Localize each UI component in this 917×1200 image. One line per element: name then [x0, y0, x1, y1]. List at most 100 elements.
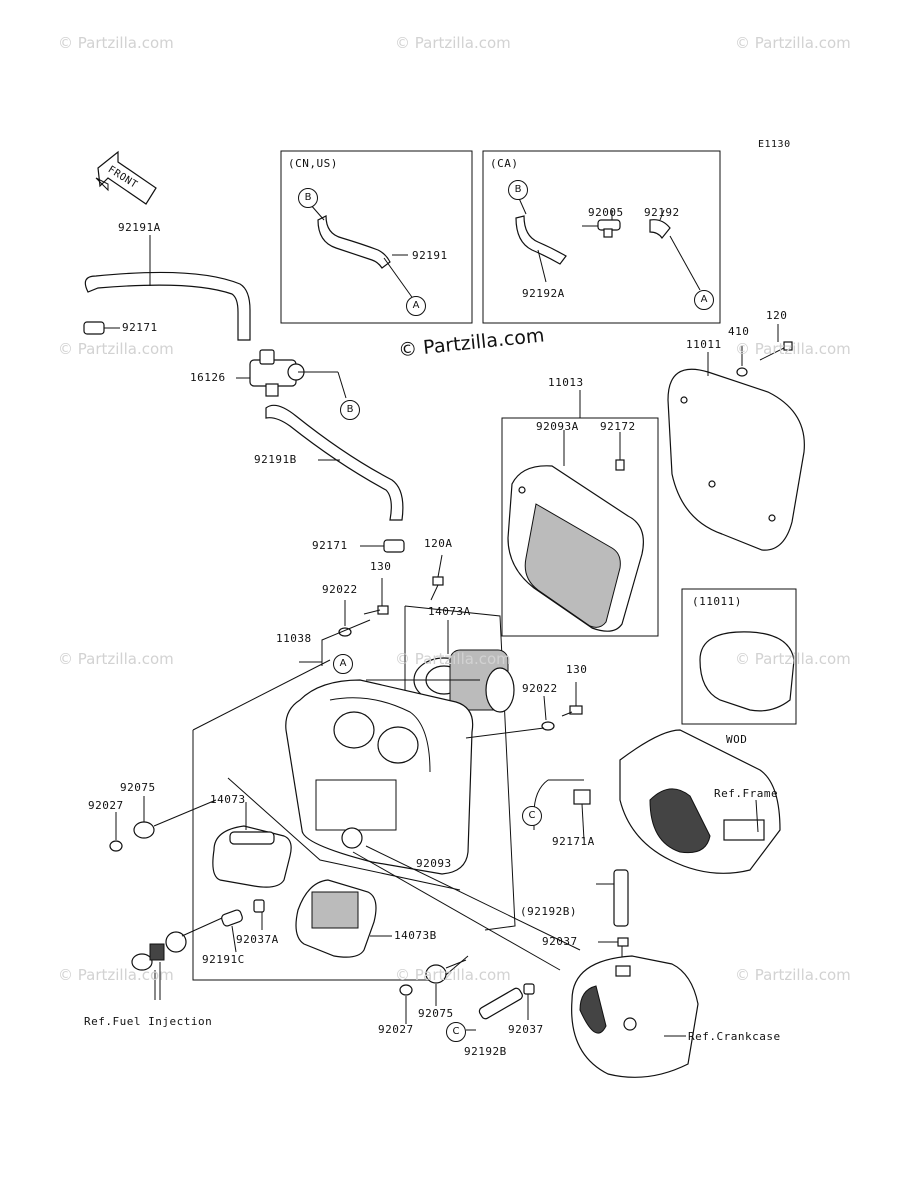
ref-circle-c: C	[522, 806, 542, 826]
fitting-fuel-injection	[131, 931, 187, 971]
label-92191A: 92191A	[118, 221, 161, 234]
watermark-text: © Partzilla.com	[735, 34, 851, 52]
ref-frame-label: Ref.Frame	[714, 787, 779, 800]
diagram-code: E1130	[758, 139, 791, 150]
box-footer-wod: WOD	[726, 733, 748, 746]
cap-92027-left	[109, 840, 123, 852]
hose-92191C	[221, 909, 243, 927]
label-16126: 16126	[190, 371, 226, 384]
hose-92191A	[84, 271, 251, 341]
label-130-top: 130	[370, 560, 392, 573]
washer-410	[736, 367, 748, 377]
air-cleaner-body-11038	[285, 679, 474, 875]
watermark-text: © Partzilla.com	[735, 650, 851, 668]
ref-circle-c: C	[446, 1022, 466, 1042]
bolt-130-mid	[561, 705, 583, 717]
ref-circle-a: A	[333, 654, 353, 674]
label-92171-top: 92171	[122, 321, 158, 334]
clamp-92171-mid	[383, 539, 405, 553]
label-92093A: 92093A	[536, 420, 579, 433]
label-92191C: 92191C	[202, 953, 245, 966]
label-92191B: 92191B	[254, 453, 297, 466]
label-92005: 92005	[588, 206, 624, 219]
hose-92192	[649, 219, 671, 240]
box-title-cn-us: (CN,US)	[288, 157, 338, 170]
label-92037-right: 92037	[542, 935, 578, 948]
label-130-mid: 130	[566, 663, 588, 676]
hose-92192B-paren	[613, 869, 629, 927]
bolt-130-top	[363, 578, 389, 615]
label-92022-top: 92022	[322, 583, 358, 596]
ref-circle-a: A	[406, 296, 426, 316]
bolt-120	[759, 341, 793, 361]
clamp-92037-bottom	[523, 983, 535, 995]
cover-11011	[667, 368, 805, 551]
label-92075-left: 92075	[120, 781, 156, 794]
ref-circle-b: B	[298, 188, 318, 208]
label-92027-left: 92027	[88, 799, 124, 812]
frame-ref	[619, 729, 781, 874]
ref-fuel-injection-label: Ref.Fuel Injection	[84, 1015, 213, 1028]
watermark-text: © Partzilla.com	[395, 966, 511, 984]
label-92022-mid: 92022	[522, 682, 558, 695]
washer-92022-mid	[541, 721, 555, 731]
label-92191: 92191	[412, 249, 448, 262]
watermark-text: © Partzilla.com	[58, 650, 174, 668]
bolt-120A	[430, 554, 444, 601]
hose-92192A	[515, 215, 567, 265]
clamp-92037A	[253, 899, 265, 913]
grommet-92075-left	[133, 821, 155, 839]
watermark-text: © Partzilla.com	[58, 966, 174, 984]
label-92075-bottom: 92075	[418, 1007, 454, 1020]
ref-circle-b: B	[508, 180, 528, 200]
hose-92192B	[478, 987, 523, 1020]
watermark-text: © Partzilla.com	[58, 34, 174, 52]
clamp-92037-right	[617, 937, 629, 947]
label-92171A: 92171A	[552, 835, 595, 848]
joint-92005	[582, 219, 621, 238]
label-92192B-paren: (92192B)	[520, 905, 577, 918]
watermark-text: © Partzilla.com	[395, 34, 511, 52]
valve-16126	[249, 349, 305, 397]
washer-92022	[338, 627, 352, 637]
label-92192A: 92192A	[522, 287, 565, 300]
label-92172: 92172	[600, 420, 636, 433]
watermark-text: © Partzilla.com	[735, 966, 851, 984]
label-11013: 11013	[548, 376, 584, 389]
label-92037-bottom: 92037	[508, 1023, 544, 1036]
ref-crankcase-label: Ref.Crankcase	[688, 1030, 781, 1043]
label-92171-mid: 92171	[312, 539, 348, 552]
screw-92172	[615, 459, 625, 471]
watermark-text: © Partzilla.com	[735, 340, 851, 358]
clamp-92171	[83, 321, 105, 335]
label-120A: 120A	[424, 537, 453, 550]
label-92027-bottom: 92027	[378, 1023, 414, 1036]
crankcase-ref	[571, 955, 699, 1078]
label-120: 120	[766, 309, 788, 322]
ref-circle-b: B	[340, 400, 360, 420]
box-title-ca: (CA)	[490, 157, 519, 170]
hose-92191	[317, 215, 391, 269]
air-filter-11013	[507, 465, 644, 632]
label-92192: 92192	[644, 206, 680, 219]
label-92192B: 92192B	[464, 1045, 507, 1058]
label-11011: 11011	[686, 338, 722, 351]
cover-11011-wod	[699, 631, 795, 712]
label-14073B: 14073B	[394, 929, 437, 942]
front-arrow-icon	[95, 150, 157, 205]
label-92037A: 92037A	[236, 933, 279, 946]
label-11038: 11038	[276, 632, 312, 645]
label-92093: 92093	[416, 857, 452, 870]
grommet-92075-bottom	[425, 964, 447, 984]
label-14073A: 14073A	[428, 605, 471, 618]
grommet-14073	[212, 825, 292, 888]
box-title-wod: (11011)	[692, 595, 742, 608]
watermark-text: © Partzilla.com	[58, 340, 174, 358]
label-14073: 14073	[210, 793, 246, 806]
hose-92191B	[265, 404, 404, 521]
cap-92027-bottom	[399, 984, 413, 996]
watermark-text: © Partzilla.com	[395, 650, 511, 668]
duct-14073B	[295, 879, 377, 958]
label-410: 410	[728, 325, 750, 338]
